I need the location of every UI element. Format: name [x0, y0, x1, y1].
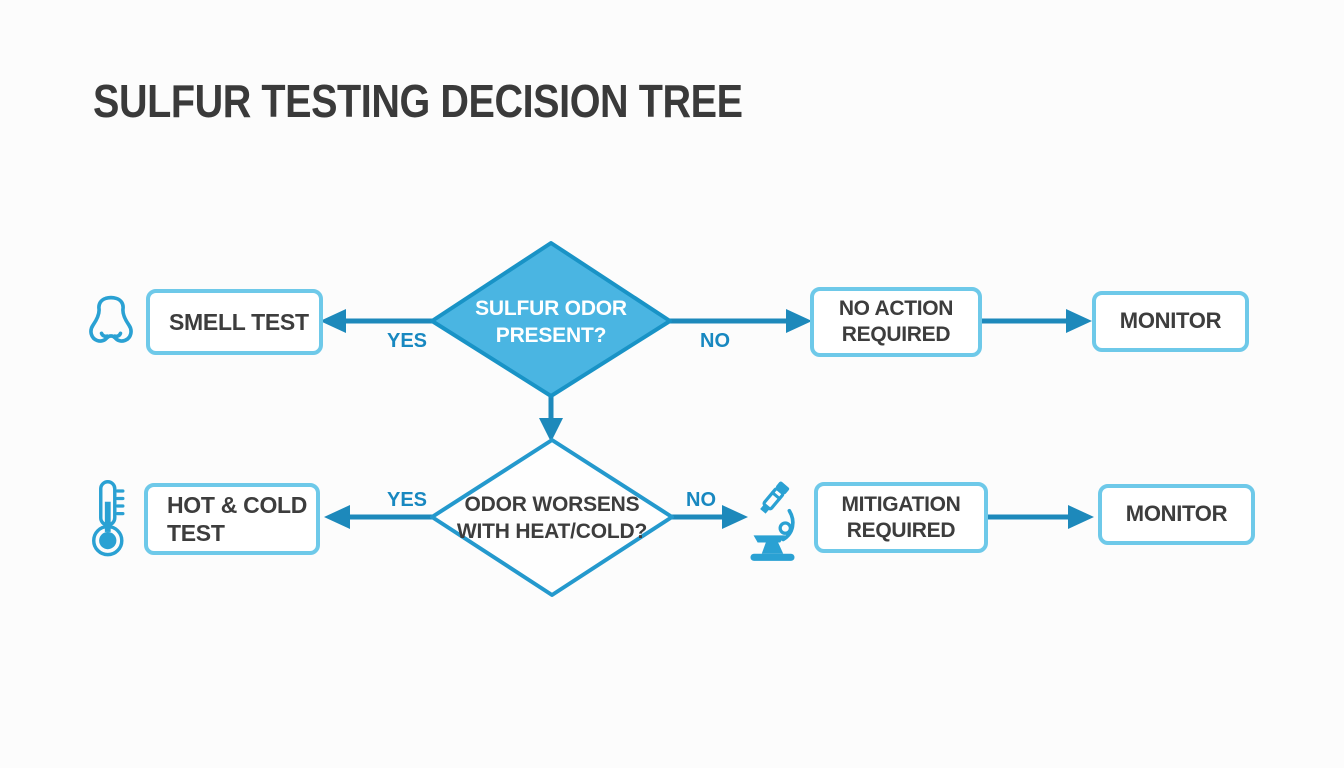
thermometer-icon: [92, 480, 125, 557]
smell-test-box: SMELL TEST: [146, 289, 323, 355]
microscope-icon: [750, 481, 795, 561]
decision-diamond-2: [430, 438, 674, 597]
page-title: SULFUR TESTING DECISION TREE: [93, 75, 743, 127]
decision2-label: ODOR WORSENS WITH HEAT/COLD?: [456, 493, 648, 544]
arrow-row1-no: [666, 309, 812, 333]
monitor-box-row1: MONITOR: [1092, 291, 1249, 352]
arrow-row2-no: [668, 505, 748, 529]
edge-label-row1-no: NO: [700, 330, 730, 352]
edge-label-row2-no: NO: [686, 489, 716, 511]
edge-label-row1-yes: YES: [386, 330, 428, 352]
decision-diamond-1: [430, 241, 672, 398]
arrow-row2-yes: [324, 505, 436, 529]
nose-icon: [89, 295, 133, 343]
arrow-row1-yes: [320, 309, 436, 333]
mitigation-required-box: MITIGATION REQUIRED: [814, 482, 988, 553]
edge-label-row2-yes: YES: [386, 489, 428, 511]
hot-cold-test-box: HOT & COLD TEST: [144, 483, 320, 555]
arrow-mitigation-to-monitor: [988, 505, 1094, 529]
arrow-noaction-to-monitor: [982, 309, 1092, 333]
arrow-decision1-to-decision2: [539, 392, 563, 442]
decision1-label: SULFUR ODOR PRESENT?: [475, 297, 627, 348]
no-action-required-box: NO ACTION REQUIRED: [810, 287, 982, 357]
monitor-box-row2: MONITOR: [1098, 484, 1255, 545]
